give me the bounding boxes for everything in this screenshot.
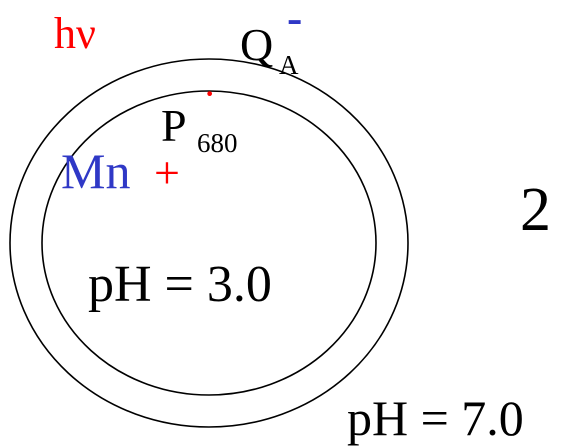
ph-outside-label: pH = 7.0 [347,390,524,446]
inner-membrane [41,90,377,396]
manganese-label: Mn [61,143,131,199]
ph-inside-label: pH = 3.0 [88,256,272,313]
quinone-charge: - [287,0,303,43]
quinone-symbol: Q [240,19,274,70]
photon-label: hν [54,9,96,58]
outer-membrane [9,58,409,428]
pigment-radical-dot: · [203,71,217,116]
quinone-label: Q A - [240,0,302,79]
step-number: 2 [520,176,551,244]
pigment-symbol: P [161,100,187,151]
pigment-subscript: 680 [197,128,238,158]
quinone-subscript: A [279,50,299,80]
manganese-charge: + [154,147,180,198]
pigment-label: P 680 · [161,74,238,157]
